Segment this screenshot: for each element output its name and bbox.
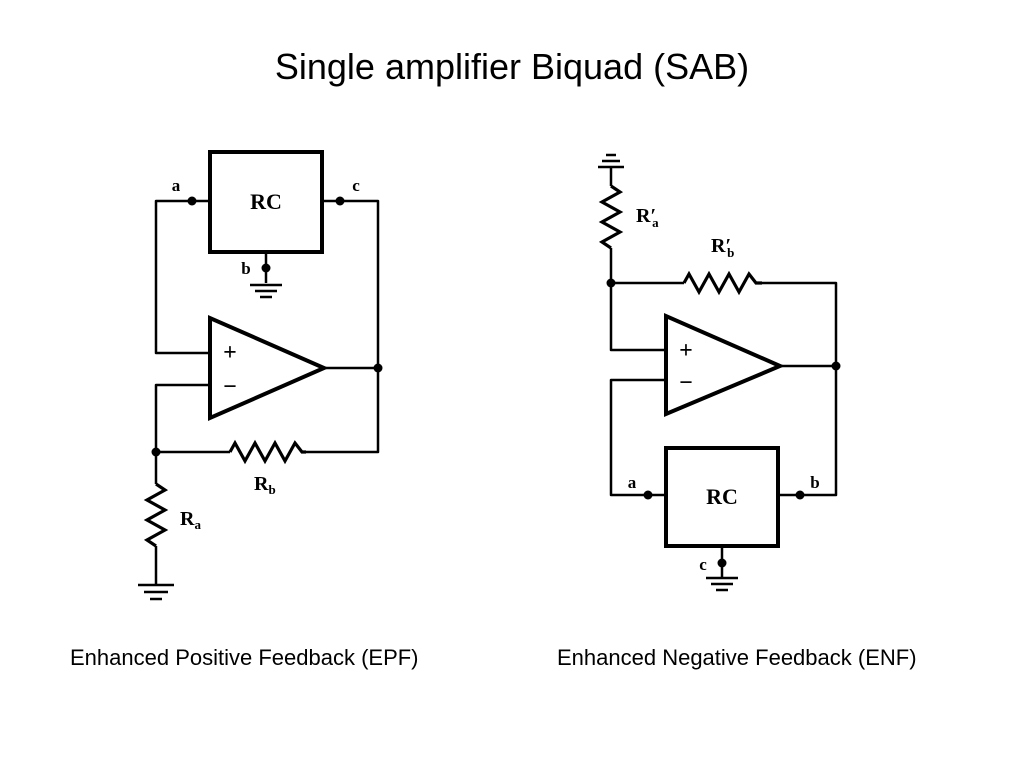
enf-opamp — [664, 312, 786, 418]
epf-wire-c-output-rb — [306, 199, 380, 454]
epf-node-out — [373, 363, 383, 373]
enf-ground-c-icon — [706, 576, 738, 592]
epf-resistor-ra — [143, 482, 169, 548]
epf-node-b — [261, 263, 271, 273]
enf-label-rb: R′b — [711, 235, 734, 260]
enf-wire-rb-right — [762, 281, 838, 497]
epf-minus-sign: − — [223, 374, 237, 400]
epf-label-rb: Rb — [254, 473, 276, 497]
epf-ground-b-icon — [250, 283, 282, 299]
enf-ground-top-icon — [598, 153, 624, 169]
epf-circuit: RC a c b + − Rb — [138, 150, 383, 601]
slide-title: Single amplifier Biquad (SAB) — [274, 46, 750, 87]
enf-wire-plus — [609, 283, 666, 352]
epf-plus-sign: + — [223, 340, 237, 366]
epf-rc-label: RC — [250, 189, 282, 214]
enf-label-a: a — [628, 473, 637, 492]
enf-node-a — [643, 490, 653, 500]
enf-caption: Enhanced Negative Feedback (ENF) — [557, 645, 917, 670]
epf-caption: Enhanced Positive Feedback (EPF) — [70, 645, 419, 670]
enf-circuit: R′a R′b + − RC a b c — [598, 153, 841, 592]
epf-label-b: b — [241, 259, 250, 278]
enf-node-b — [795, 490, 805, 500]
enf-rc-label: RC — [706, 484, 738, 509]
epf-label-ra: Ra — [180, 508, 201, 532]
enf-label-c: c — [699, 555, 707, 574]
epf-resistor-rb — [228, 439, 306, 465]
enf-plus-sign: + — [679, 338, 693, 364]
enf-minus-sign: − — [679, 370, 693, 396]
enf-resistor-rb — [682, 270, 762, 296]
epf-opamp — [208, 314, 329, 422]
enf-node-c — [717, 558, 727, 568]
enf-node-out — [831, 361, 841, 371]
epf-ground-ra-icon — [138, 583, 174, 601]
enf-label-ra: R′a — [636, 205, 659, 230]
enf-label-b: b — [810, 473, 819, 492]
epf-wire-minus — [154, 383, 230, 454]
enf-wire-minus-to-a — [609, 378, 666, 497]
epf-label-c: c — [352, 176, 360, 195]
epf-wire-a-to-plus — [154, 199, 210, 355]
enf-resistor-ra — [598, 184, 624, 250]
epf-label-a: a — [172, 176, 181, 195]
